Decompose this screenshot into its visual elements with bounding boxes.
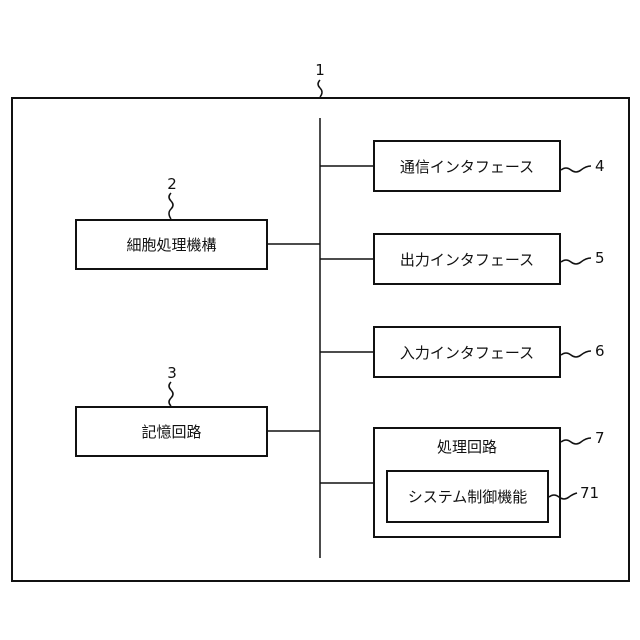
leader-6 (561, 351, 591, 357)
leader-71 (549, 493, 577, 499)
leader-1 (318, 80, 322, 97)
ref-71: 71 (580, 484, 599, 502)
leader-7 (561, 438, 591, 444)
ref-2: 2 (167, 175, 177, 193)
ref-1: 1 (315, 61, 325, 79)
ref-4: 4 (595, 157, 605, 175)
ref-5: 5 (595, 249, 605, 267)
ref-7: 7 (595, 429, 605, 447)
ref-3: 3 (167, 364, 177, 382)
leader-4 (561, 166, 591, 172)
leader-2 (169, 193, 173, 219)
leader-5 (561, 258, 591, 264)
ref-6: 6 (595, 342, 605, 360)
leader-3 (169, 382, 173, 406)
